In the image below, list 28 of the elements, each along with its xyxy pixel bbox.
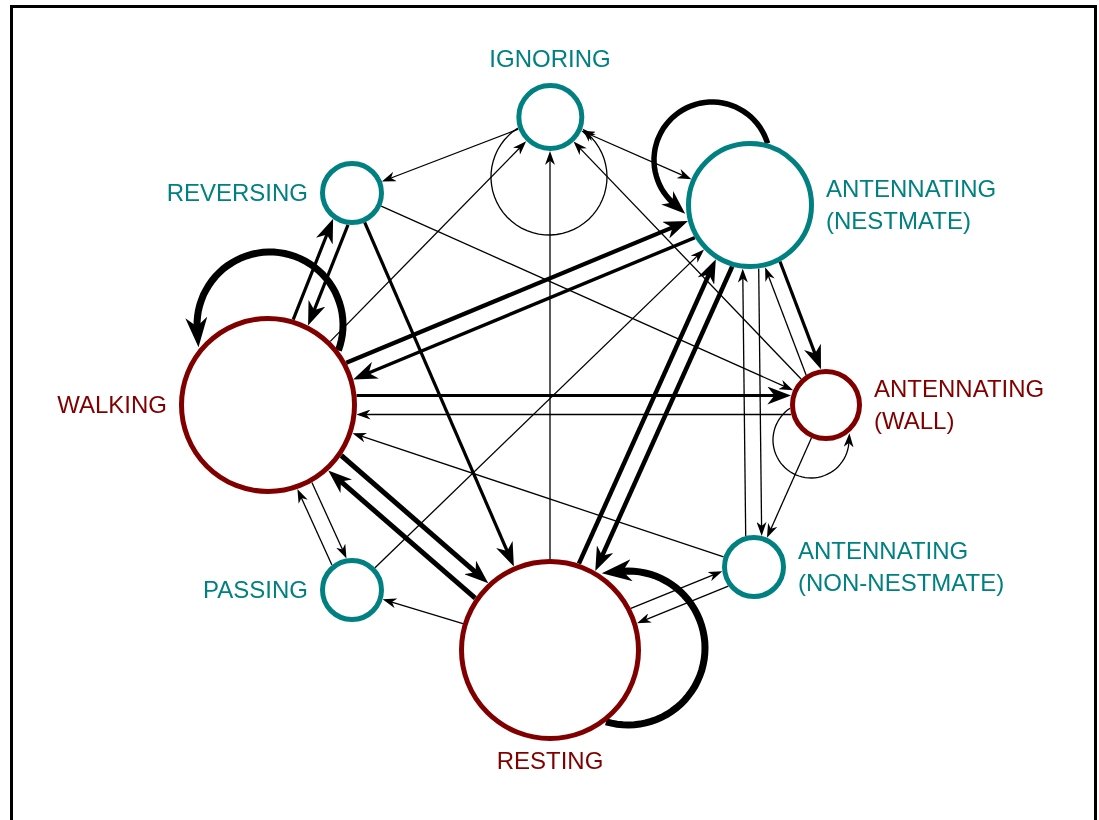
state-label: REVERSING	[166, 178, 308, 208]
state-label: RESTING	[496, 746, 604, 776]
state-label: IGNORING	[489, 44, 611, 74]
transition-arrow	[765, 267, 807, 376]
transition-arrow	[356, 386, 792, 405]
transition-arrow	[339, 453, 489, 584]
transition-arrow	[374, 249, 705, 569]
transition-arrow	[573, 141, 802, 380]
self-loop-arrow	[772, 407, 854, 479]
self-loop-arrow	[490, 127, 608, 236]
transition-arrow	[630, 571, 723, 610]
transition-arrow	[311, 481, 347, 559]
self-loop-arrow	[651, 99, 771, 214]
transition-arrow	[756, 267, 767, 536]
self-loop-arrow	[185, 248, 347, 352]
state-label: ANTENNATING (NON-NESTMATE)	[798, 536, 1006, 598]
transition-arrow	[545, 151, 555, 560]
transition-arrow	[308, 224, 350, 326]
state-label: ANTENNATING (WALL)	[874, 374, 1046, 436]
transition-arrow	[329, 141, 527, 343]
transition-arrow	[778, 260, 821, 370]
transition-arrow	[345, 221, 688, 365]
state-label: ANTENNATING (NESTMATE)	[826, 174, 998, 236]
state-label: PASSING	[203, 575, 308, 605]
state-label: WALKING	[57, 390, 167, 420]
transition-arrow	[356, 409, 792, 420]
transition-arrow	[328, 470, 477, 601]
transition-arrow	[737, 268, 748, 537]
